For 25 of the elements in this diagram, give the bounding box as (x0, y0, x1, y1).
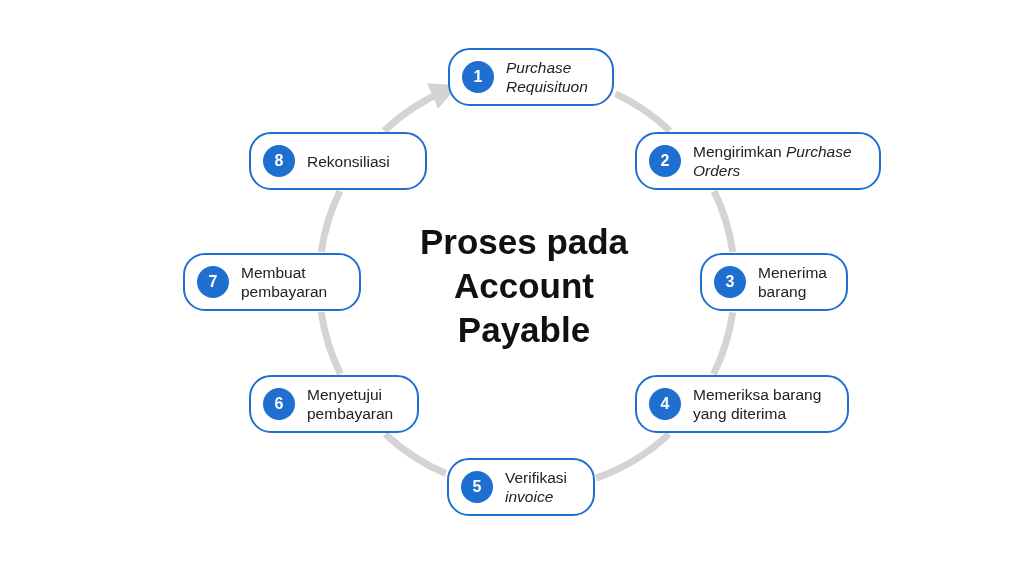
step-box (447, 458, 595, 516)
step-number: 1 (462, 61, 494, 93)
step-label: Menyetujui pembayaran (307, 385, 395, 423)
step-label: Rekonsiliasi (307, 151, 390, 171)
step-number: 6 (263, 388, 295, 420)
step-box (183, 253, 361, 311)
step-number: 4 (649, 388, 681, 420)
step-number: 2 (649, 145, 681, 177)
step-box (700, 253, 848, 311)
step-label: Memeriksa barang yang diterima (693, 385, 823, 423)
step-box (635, 375, 849, 433)
step-number: 3 (714, 266, 746, 298)
step-number: 8 (263, 145, 295, 177)
step-label: Mengirimkan Purchase Orders (693, 142, 853, 180)
step-box (249, 375, 419, 433)
step-label: Menerima barang (758, 263, 828, 301)
step-label: Purchase Requisituon (506, 58, 589, 96)
step-box (249, 132, 427, 190)
step-box (448, 48, 614, 106)
step-label: Verifikasi invoice (505, 468, 569, 506)
step-number: 7 (197, 266, 229, 298)
step-number: 5 (461, 471, 493, 503)
diagram-title: Proses pada Account Payable (418, 221, 630, 351)
step-label: Membuat pembayaran (241, 263, 329, 301)
step-box (635, 132, 881, 190)
